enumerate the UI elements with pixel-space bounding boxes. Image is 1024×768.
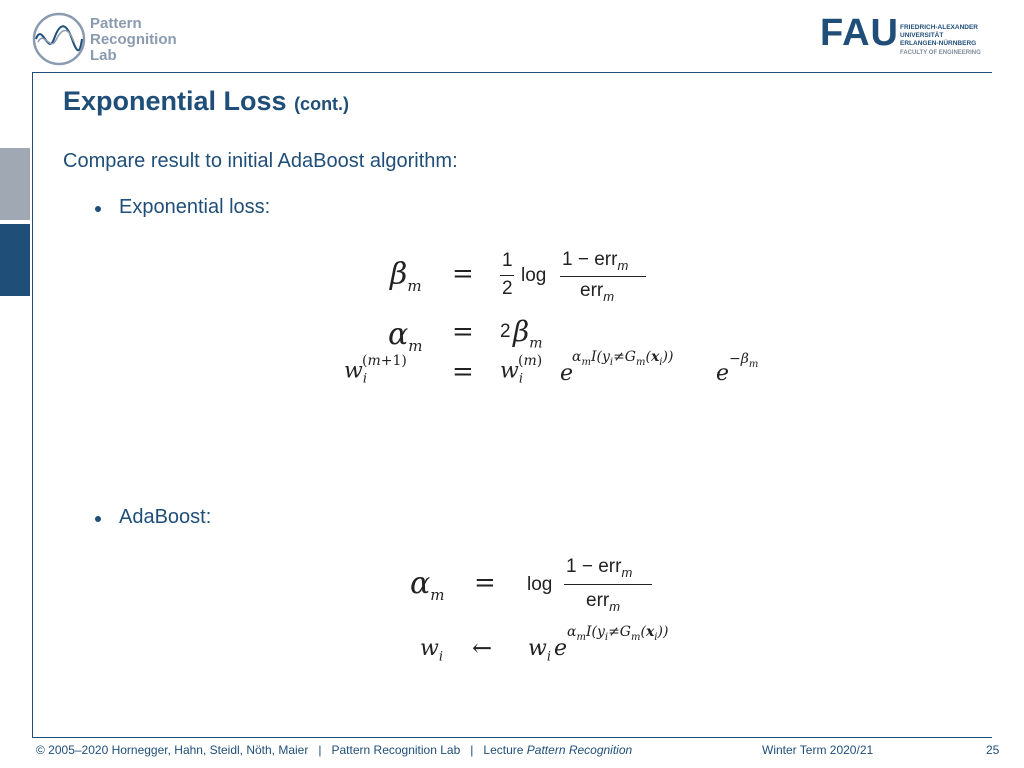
footer-separator: | — [318, 743, 322, 757]
fau-faculty: FACULTY OF ENGINEERING — [900, 50, 981, 56]
eq3-lhs: wi(m+1) — [344, 353, 407, 387]
fau-mark: FAU — [820, 12, 899, 54]
eq1-frac-num: 1 − errm — [562, 249, 629, 273]
frame-left-rule — [32, 72, 33, 737]
pattern-recognition-lab-logo: Pattern Recognition Lab — [32, 12, 192, 68]
frame-top-rule — [32, 72, 992, 73]
bullet-exponential-loss: Exponential loss: — [119, 196, 271, 218]
eq1-frac-bar — [560, 276, 646, 277]
eq4-frac-den: errm — [586, 590, 621, 614]
eq1-log: log — [521, 265, 547, 286]
footer-credits: © 2005–2020 Hornegger, Hahn, Steidl, Nöt… — [36, 743, 632, 757]
eq4-lhs: αm — [410, 566, 445, 604]
eq5-exp: e — [554, 636, 568, 661]
eq4-log: log — [527, 574, 553, 595]
eq5-w: wi — [528, 636, 552, 665]
eq2-two: 2 — [500, 321, 511, 342]
eq3-w: wi(m) — [500, 353, 543, 387]
eq1-half-den: 2 — [502, 278, 513, 299]
side-section-tab-active — [0, 224, 30, 296]
fau-line1: FRIEDRICH-ALEXANDER — [900, 24, 978, 31]
bullet-dot — [95, 206, 101, 212]
eq1-half-num: 1 — [502, 250, 513, 271]
footer-page-number: 25 — [986, 743, 1000, 757]
frame-bottom-rule — [32, 737, 992, 738]
eq2-lhs: αm — [388, 317, 423, 355]
eq3-exp1: e — [560, 361, 574, 386]
eq3-exp1-power: αmI(yi≠Gm(xi)) — [572, 349, 674, 368]
eq4-frac-bar — [564, 584, 652, 585]
footer-lab: Pattern Recognition Lab — [331, 743, 461, 757]
eq2-equals: = — [452, 317, 474, 347]
eq5-exp-power: αmI(yi≠Gm(xi)) — [567, 624, 669, 643]
fau-line3: ERLANGEN-NÜRNBERG — [900, 40, 977, 47]
eq1-frac-den: errm — [580, 280, 615, 304]
eq4-equals: = — [474, 568, 496, 598]
fau-logo: FAU FRIEDRICH-ALEXANDER UNIVERSITÄT ERLA… — [820, 12, 1000, 62]
eq5-arrow: ← — [472, 634, 493, 662]
eq2-beta: βm — [513, 315, 543, 352]
lab-logo-line1: Pattern — [90, 15, 142, 32]
equation-block-exponential-loss: βm = 1 2 log 1 − errm errm αm = 2 βm wi(… — [340, 245, 800, 415]
eq4-frac-num: 1 − errm — [566, 556, 633, 580]
lab-logo-icon — [32, 12, 86, 66]
eq1-half-bar — [500, 275, 514, 276]
intro-text: Compare result to initial AdaBoost algor… — [63, 150, 458, 172]
eq1-lhs: βm — [390, 257, 422, 295]
eq5-lhs: wi — [420, 636, 444, 665]
footer-term: Winter Term 2020/21 — [762, 743, 874, 757]
slide-title-text: Exponential Loss — [63, 86, 287, 116]
eq3-exp2: e — [716, 361, 730, 386]
footer-lecture-name: Pattern Recognition — [526, 743, 633, 757]
lab-logo-line3: Lab — [90, 47, 117, 64]
footer-separator: | — [470, 743, 474, 757]
fau-line2: UNIVERSITÄT — [900, 32, 944, 39]
slide-title: Exponential Loss (cont.) — [63, 86, 349, 117]
eq3-exp2-power: −βm — [729, 351, 759, 370]
eq1-equals: = — [452, 259, 474, 289]
eq3-equals: = — [452, 357, 474, 387]
side-section-tab-inactive — [0, 148, 30, 220]
footer-copyright: © 2005–2020 Hornegger, Hahn, Steidl, Nöt… — [36, 743, 309, 757]
footer-lecture-prefix: Lecture — [483, 743, 524, 757]
lab-logo-line2: Recognition — [90, 31, 177, 48]
slide-title-suffix: (cont.) — [294, 94, 350, 114]
bullet-adaboost: AdaBoost: — [119, 506, 212, 528]
bullet-dot — [95, 516, 101, 522]
equation-block-adaboost: αm = log 1 − errm errm wi ← wi e αmI(yi≠… — [400, 550, 740, 670]
